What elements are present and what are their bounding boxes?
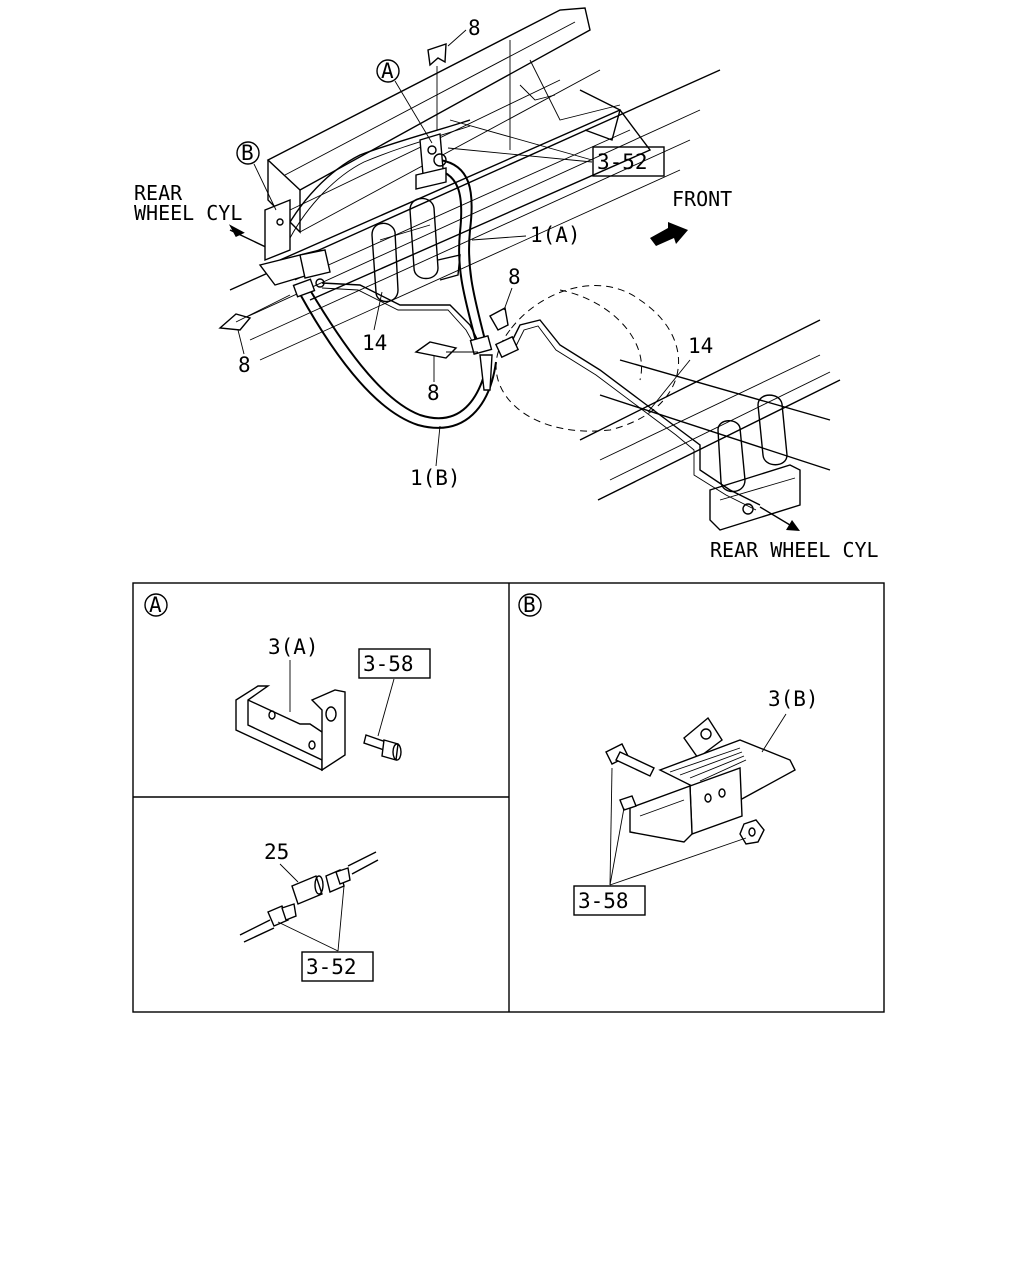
label-front: FRONT [672,187,732,211]
leader-14-right [647,359,691,413]
leaf-spring-clamp-right [709,394,801,531]
union-fitting-detail [239,851,379,943]
label-rear-wheel-cyl-right: REAR WHEEL CYL [710,538,879,562]
arrow-rear-wheel-cyl-right [759,506,800,531]
callout-B: B [236,141,277,211]
frame-rail-upper [266,7,621,234]
front-direction-arrow-icon [650,222,688,246]
leader-8-top [447,29,467,47]
bolt-3-58-detail-A [363,734,402,761]
label-rear-wheel-cyl-left-line2: WHEEL CYL [134,201,242,225]
leader-8-right [503,287,513,311]
part-8-left: 8 [238,353,251,377]
clip-8-left [218,294,291,331]
callout-A: A [376,59,433,144]
rear-axle-housing [279,109,831,471]
panel-A-ref-3-58-label: 3-58 [363,652,414,676]
clip-8-top [427,43,447,130]
ref-3-52-top: 3-52 [447,119,665,177]
part-14-right: 14 [688,334,713,358]
panel-A-part-3A: 3(A) [268,635,319,659]
leader-14-left [373,291,383,331]
brake-hose-1A [429,159,486,343]
panel-B-part-3B: 3(B) [768,687,819,711]
panel-A-marker-label: A [149,593,162,617]
brake-hose-1B [299,289,497,429]
panel-A-ref-3-58: 3-58 [358,648,431,737]
panel-A-marker: A [144,593,168,617]
bracket-3B-main [258,198,331,286]
leader-1A [471,235,527,241]
clip-8-center [414,341,478,359]
panel-A2-ref-3-52: 3-52 [277,885,374,982]
callout-A-label: A [381,59,394,83]
callout-B-label: B [241,141,254,165]
part-1B: 1(B) [410,466,461,490]
panel-B-ref-3-58: 3-58 [573,767,747,916]
part-8-top: 8 [468,16,481,40]
leader-3B [761,713,787,753]
bracket-3A-main [415,133,447,190]
ref-3-52-top-label: 3-52 [597,150,648,174]
part-1A: 1(A) [530,223,581,247]
part-8-right: 8 [508,265,521,289]
panel-B-ref-3-58-label: 3-58 [578,889,629,913]
leader-8-left [237,329,245,355]
brake-pipe-14-left [321,282,481,349]
bolt-3-58-detail-B [605,743,655,777]
panel-B-marker-label: B [523,593,536,617]
bracket-3B-detail [629,716,796,843]
frame-rail-lower [229,69,841,501]
part-14-left: 14 [362,331,387,355]
leader-25 [279,863,299,883]
leaf-spring-clamp-left [371,197,461,303]
hose-fittings [292,278,754,515]
panel-A2-ref-3-52-label: 3-52 [306,955,357,979]
arrow-rear-wheel-cyl-left [228,224,245,237]
clip-8-right [489,306,509,331]
leader-1B [435,425,441,467]
label-rear-wheel-cyl-left-line1: REAR [134,181,183,205]
panel-B-marker: B [518,593,542,617]
panel-A2-part-25: 25 [264,840,289,864]
part-8-center: 8 [427,381,440,405]
bracket-3A-detail [235,685,346,772]
detail-panels-frame [132,582,885,1013]
